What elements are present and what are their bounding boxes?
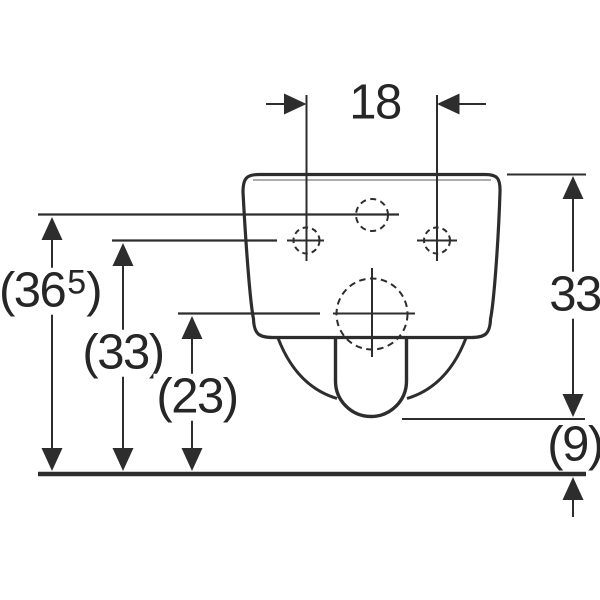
dim-33l-top-arrow — [112, 243, 134, 266]
dimension-width-18 — [266, 93, 486, 115]
dim-23-top-arrow — [181, 316, 203, 339]
reference-lines — [38, 95, 586, 477]
dim-33l-bottom-arrow — [112, 448, 134, 471]
outlet-pipe — [333, 337, 409, 419]
dimension-outlet-bottom-9 — [562, 477, 584, 517]
dim-33r-bottom-arrow — [562, 394, 584, 417]
dim-18-right-arrow — [437, 93, 460, 115]
dim-33r-top-arrow — [562, 176, 584, 199]
dimension-label-total-height-open: (36 — [0, 263, 67, 318]
bowl-underside-right-curve — [406, 337, 468, 400]
dimension-label-width-18: 18 — [346, 78, 404, 127]
dim-365-top-arrow — [41, 217, 63, 240]
bowl-underside-left-curve — [276, 337, 338, 400]
dimension-total-height-36-5 — [41, 217, 63, 471]
dimension-label-body-height-33: 33 — [546, 270, 600, 319]
dimension-label-outlet-bottom-9: (9) — [544, 420, 600, 469]
dimension-label-total-height-superscript: 5 — [67, 263, 87, 302]
dim-9-up-arrow — [562, 477, 584, 500]
dimension-label-outlet-height-23: (23) — [153, 372, 241, 421]
dim-18-left-arrow — [284, 93, 307, 115]
dimension-label-fixing-height-33: (33) — [79, 328, 167, 377]
dim-365-bottom-arrow — [41, 448, 63, 471]
dimension-label-total-height-close: ) — [86, 263, 102, 318]
dimension-label-total-height-36-5: (365) — [0, 266, 105, 315]
dim-23-bottom-arrow — [181, 448, 203, 471]
